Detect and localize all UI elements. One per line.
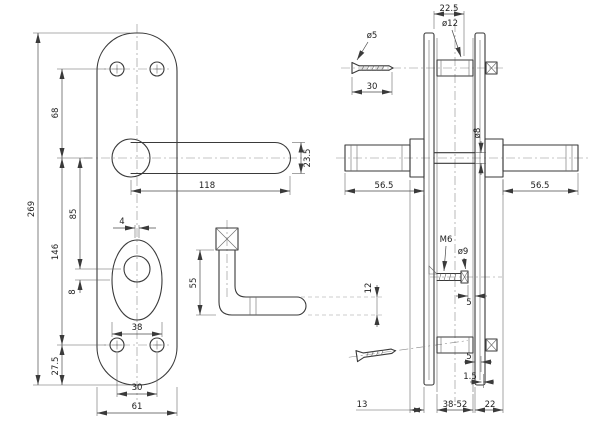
left-rose	[409, 138, 425, 178]
top-bushing	[436, 59, 498, 77]
dim-label-5-mid: 5	[466, 298, 471, 308]
bottom-bushing	[436, 336, 498, 354]
dim-label-38: 38	[132, 323, 143, 333]
dim-label-dia8: ø8	[473, 128, 483, 139]
side-dimensions: 55 12	[189, 249, 382, 327]
dim-label-38-52: 38-52	[443, 400, 468, 410]
front-view: 269 68 146 27.5 85 8 4 118	[27, 24, 313, 416]
screw-top-right	[149, 61, 165, 77]
dim-label-27-5: 27.5	[51, 357, 61, 376]
dim-label-146: 146	[51, 244, 61, 260]
spindle-bar	[433, 152, 476, 164]
dim-label-85: 85	[69, 209, 79, 220]
dim-label-30: 30	[132, 383, 143, 393]
dim-label-1-5: 1.5	[463, 372, 477, 382]
dim-label-dia9: ø9	[458, 247, 469, 257]
handle-rose	[111, 138, 151, 178]
dim-label-4: 4	[119, 217, 124, 227]
screw-top-left	[109, 61, 125, 77]
front-dimensions: 269 68 146 27.5 85 8 4 118	[27, 32, 313, 416]
bottom-bolt-head	[485, 338, 498, 352]
section-centerlines	[336, 6, 588, 402]
spindle-section	[215, 227, 239, 251]
lever-bar	[130, 141, 291, 175]
top-fixing-screw	[351, 61, 394, 75]
cylinder-oval	[111, 239, 163, 321]
dim-label-22: 22	[485, 400, 496, 410]
dim-label-13: 13	[357, 400, 368, 410]
left-plate-section	[423, 32, 435, 386]
dim-label-12: 12	[364, 283, 374, 294]
dim-label-23-5: 23.5	[303, 149, 313, 168]
bottom-fixing-screw	[348, 340, 468, 363]
dim-label-68: 68	[51, 108, 61, 119]
screw-bottom-right	[149, 337, 165, 353]
section-view: 22.5 ø12 ø5 30 ø8 56.5	[336, 4, 588, 413]
lever-side-view: 55 12	[189, 220, 382, 327]
cylinder-core	[123, 255, 151, 283]
dim-label-dia5: ø5	[367, 31, 378, 41]
right-handle-section	[484, 138, 579, 178]
m6-bolt-head	[460, 270, 469, 284]
top-bolt-head	[485, 61, 498, 75]
section-dimensions: 22.5 ø12 ø5 30 ø8 56.5	[344, 4, 579, 413]
backplate-outline	[96, 32, 178, 386]
datum-triangle	[428, 265, 438, 275]
right-plate-section	[474, 32, 486, 386]
dim-label-m6: M6	[440, 235, 453, 245]
lever-profile	[218, 249, 307, 316]
dim-label-55: 55	[189, 278, 199, 289]
dim-label-8: 8	[68, 289, 78, 294]
dim-label-dia12: ø12	[442, 19, 458, 29]
dim-label-56-5-right: 56.5	[531, 181, 550, 191]
screw-bottom-left	[109, 337, 125, 353]
m6-bolt	[428, 265, 469, 284]
dim-label-269: 269	[27, 201, 37, 217]
dim-label-118: 118	[199, 181, 215, 191]
door-section	[436, 38, 474, 392]
cylinder-escutcheon	[111, 239, 163, 321]
dim-label-5-bottom: 5	[466, 352, 471, 362]
dim-label-screw-30: 30	[367, 82, 378, 92]
lever-handle-front	[111, 138, 291, 178]
dim-label-56-5-left: 56.5	[375, 181, 394, 191]
dim-label-61: 61	[132, 402, 143, 412]
left-handle-section	[344, 138, 425, 178]
dim-label-22-5: 22.5	[440, 4, 459, 14]
